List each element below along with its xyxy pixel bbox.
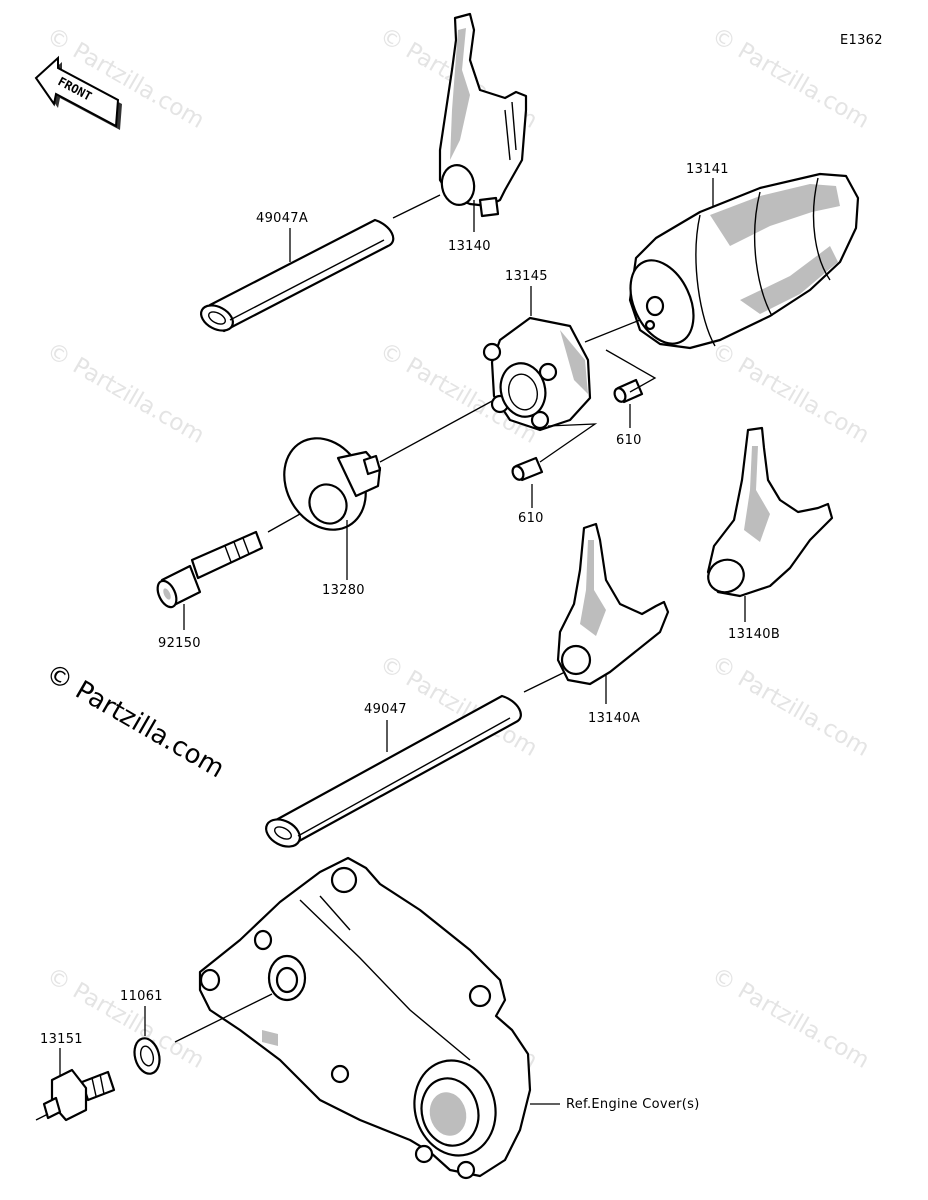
shift-rod-49047A bbox=[200, 218, 395, 333]
dowel-pin-610-a bbox=[613, 378, 644, 404]
bolt-92150 bbox=[156, 530, 264, 609]
neutral-switch-13151 bbox=[35, 1068, 116, 1122]
watermark: © Partzilla.com bbox=[707, 651, 874, 762]
label-610-b: 610 bbox=[518, 511, 544, 526]
label-13140: 13140 bbox=[448, 239, 491, 254]
brand-watermark: © Partzilla.com bbox=[41, 658, 230, 784]
engine-cover bbox=[198, 856, 532, 1180]
label-13140A: 13140A bbox=[588, 711, 640, 726]
watermark: © Partzilla.com bbox=[707, 338, 874, 449]
watermark: © Partzilla.com bbox=[42, 963, 209, 1074]
label-13140B: 13140B bbox=[728, 627, 780, 642]
shift-rod-49047 bbox=[265, 694, 522, 848]
drum-holder-13145 bbox=[482, 316, 592, 432]
guide-13280 bbox=[283, 437, 382, 531]
label-11061: 11061 bbox=[120, 989, 163, 1004]
dowel-pin-610-b bbox=[511, 456, 544, 482]
shift-fork-13140B bbox=[706, 426, 834, 598]
shift-fork-13140 bbox=[438, 12, 528, 218]
label-13280: 13280 bbox=[322, 583, 365, 598]
shift-drum-13141 bbox=[628, 172, 860, 350]
label-49047: 49047 bbox=[364, 702, 407, 717]
label-92150: 92150 bbox=[158, 636, 201, 651]
front-arrow: FRONT bbox=[34, 55, 122, 130]
shift-fork-13140A bbox=[556, 522, 670, 686]
diagram-code: E1362 bbox=[840, 33, 883, 48]
ref-engine-cover-label: Ref.Engine Cover(s) bbox=[566, 1097, 700, 1112]
brand-watermark-text: © Partzilla.com bbox=[41, 658, 230, 784]
label-13141: 13141 bbox=[686, 162, 729, 177]
watermark: © Partzilla.com bbox=[42, 338, 209, 449]
watermark: © Partzilla.com bbox=[707, 963, 874, 1074]
label-13151: 13151 bbox=[40, 1032, 83, 1047]
label-13145: 13145 bbox=[505, 269, 548, 284]
label-49047A: 49047A bbox=[256, 211, 308, 226]
washer-11061 bbox=[133, 1037, 161, 1075]
label-610-a: 610 bbox=[616, 433, 642, 448]
